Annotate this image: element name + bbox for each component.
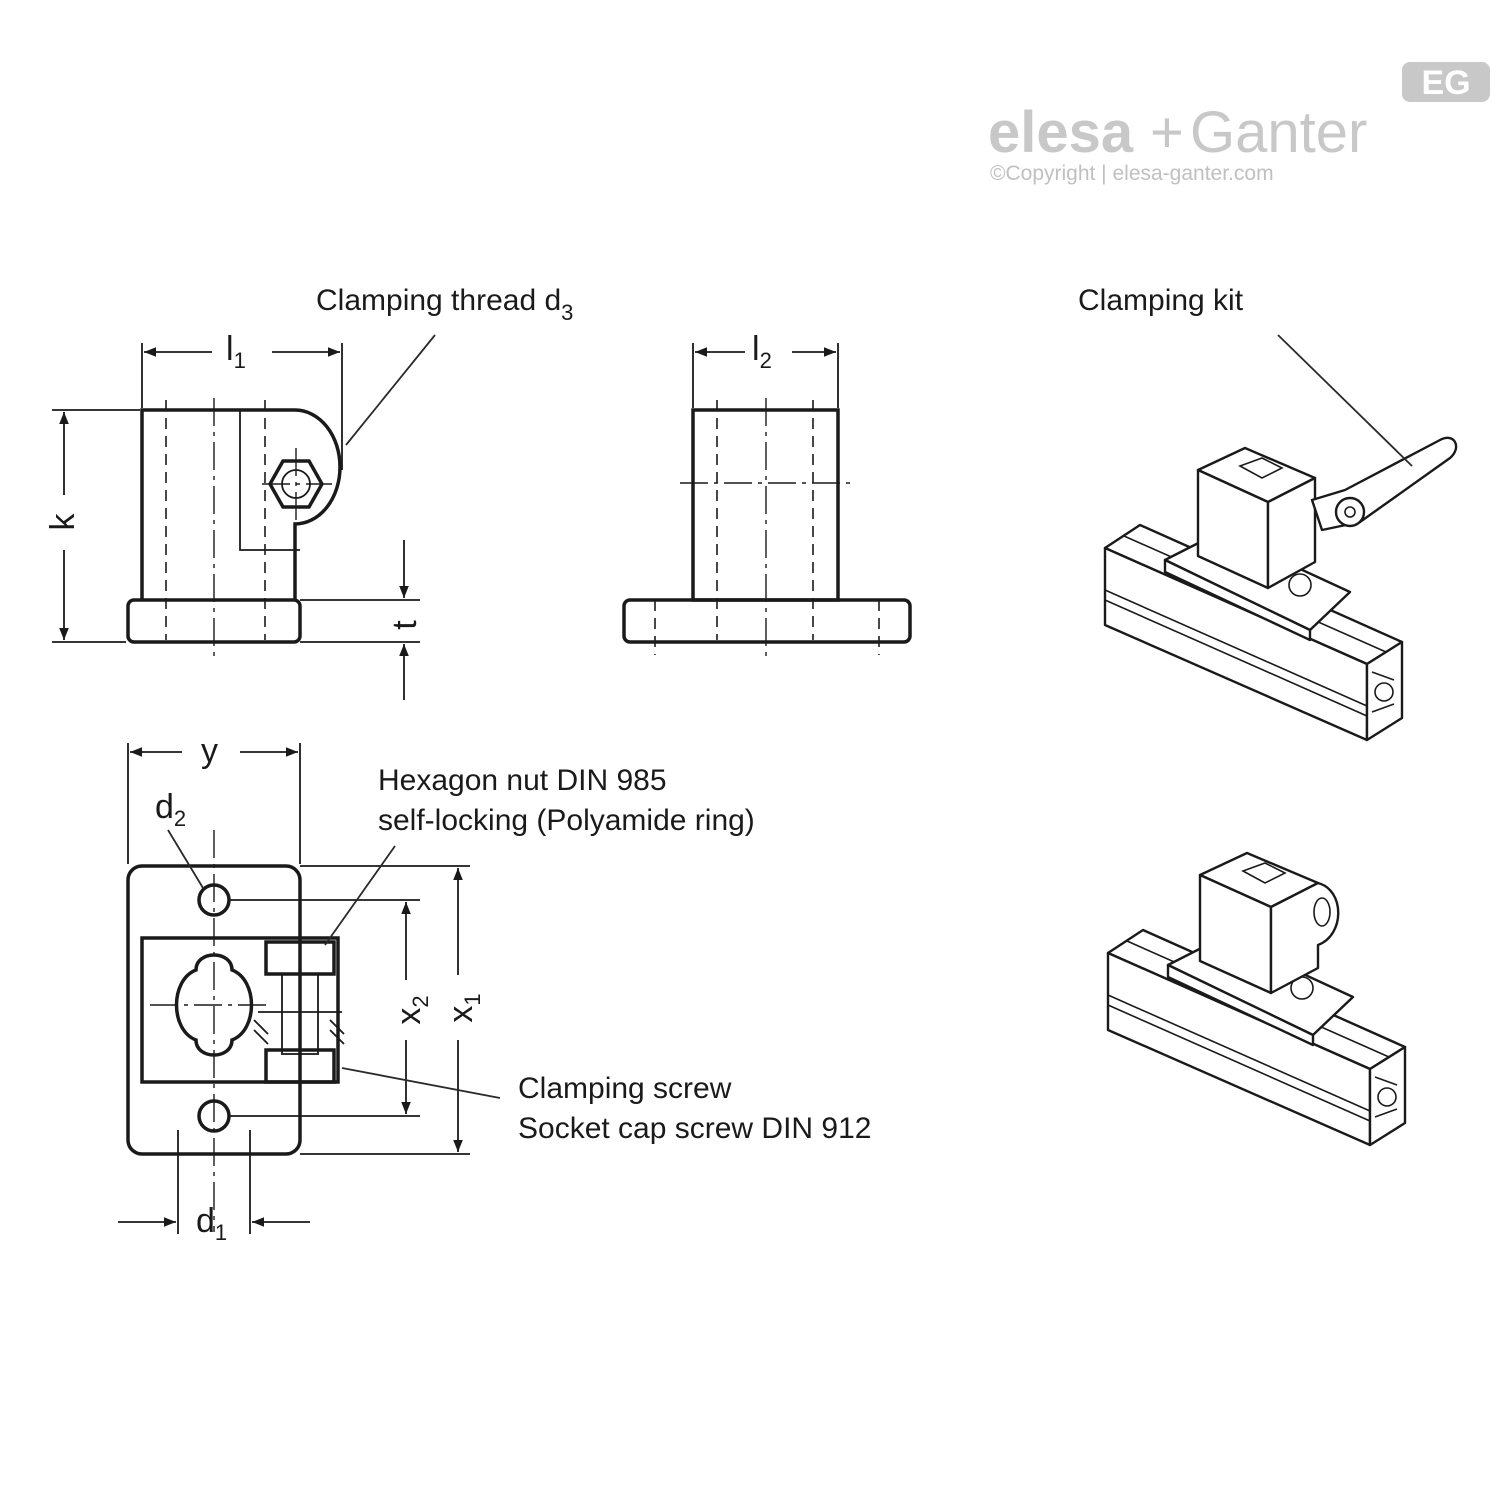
brand-ganter: Ganter [1190,100,1367,165]
dim-l2: l2 [752,330,772,373]
dim-d2: d2 [155,788,186,831]
dim-y: y [201,732,218,770]
dim-x1: x1 [442,993,485,1022]
clamping-screw-label-line1: Clamping screw [518,1072,732,1105]
brand-plus: + [1150,100,1184,165]
dim-t: t [386,620,424,630]
dim-l1: l1 [226,330,246,373]
hexagon-nut-label-line1: Hexagon nut DIN 985 [378,764,667,797]
eg-badge-text: EG [1421,64,1470,102]
brand-elesa: elesa [988,100,1134,165]
clamping-thread-label: Clamping thread d3 [316,284,573,325]
isometric-view-with-clamping-kit [1103,334,1458,742]
elesa-ganter-logo: EG elesa + Ganter ©Copyright | elesa-gan… [988,62,1490,185]
clamping-screw-label-line2: Socket cap screw DIN 912 [518,1112,871,1145]
dim-x2: x2 [390,995,433,1024]
eg-badge [1402,62,1490,102]
isometric-view-without-kit [1106,851,1407,1147]
clamping-kit-label: Clamping kit [1078,284,1244,317]
top-view [118,743,501,1234]
dim-d1: d1 [196,1202,227,1245]
copyright-text: ©Copyright | elesa-ganter.com [990,162,1274,185]
side-view [622,343,912,656]
dim-k: k [44,513,82,531]
front-view [52,334,436,700]
hexagon-nut-label-line2: self-locking (Polyamide ring) [378,804,755,837]
